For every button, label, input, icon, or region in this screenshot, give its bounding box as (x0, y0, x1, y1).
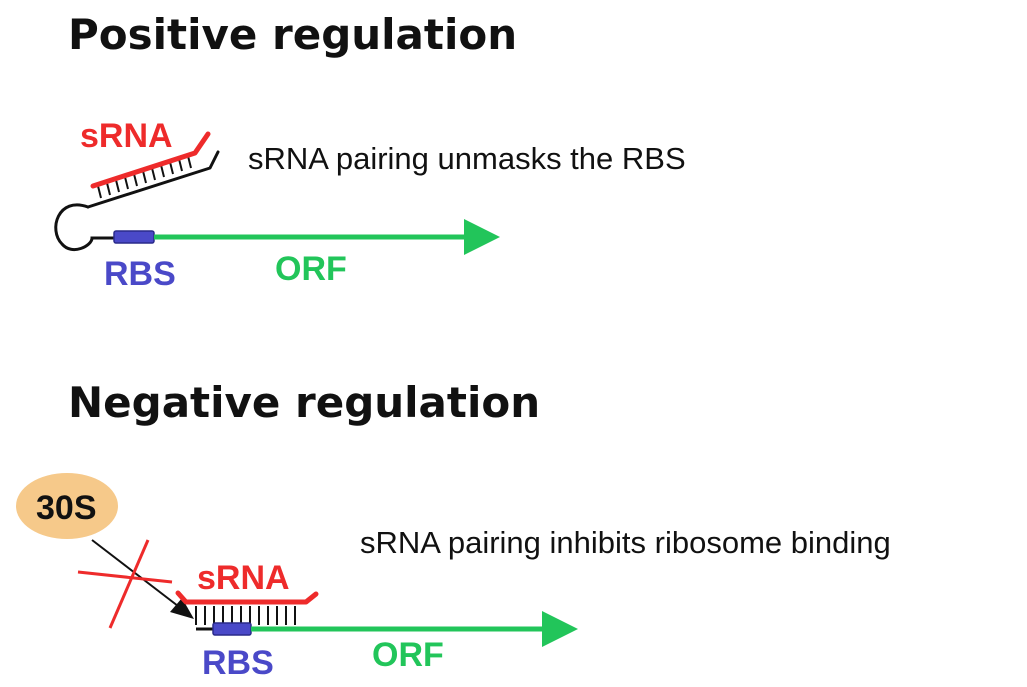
negative-orf-arrowhead (542, 611, 578, 647)
positive-base-pairs (97, 155, 192, 199)
positive-rbs-box (113, 230, 155, 244)
ribosome-30s-shape (16, 473, 118, 539)
positive-srna-strand (90, 131, 211, 189)
positive-mrna-loop (54, 203, 120, 251)
positive-regulation-description: sRNA pairing unmasks the RBS (248, 141, 686, 176)
negative-ribosome (16, 473, 118, 539)
negative-orf-label: ORF (372, 636, 444, 674)
blocked-cross-icon (77, 539, 173, 629)
negative-regulation-title: Negative regulation (68, 378, 541, 427)
negative-srna-strand (175, 590, 319, 605)
positive-regulation-title: Positive regulation (68, 10, 518, 59)
positive-mrna-diagram (54, 131, 500, 255)
positive-srna-label: sRNA (80, 117, 173, 155)
positive-orf-arrowhead (464, 219, 500, 255)
negative-rbs-box (212, 622, 252, 636)
negative-rbs-label: RBS (202, 644, 274, 682)
negative-regulation-description: sRNA pairing inhibits ribosome binding (360, 525, 891, 560)
ribosome-30s-label: 30S (36, 489, 97, 527)
ribosome-approach-arrowhead (170, 598, 194, 619)
positive-orf-label: ORF (275, 250, 347, 288)
negative-srna-label: sRNA (197, 559, 290, 597)
negative-base-pairs (195, 606, 296, 625)
positive-mrna-stem (86, 150, 220, 209)
positive-rbs-label: RBS (104, 255, 176, 293)
